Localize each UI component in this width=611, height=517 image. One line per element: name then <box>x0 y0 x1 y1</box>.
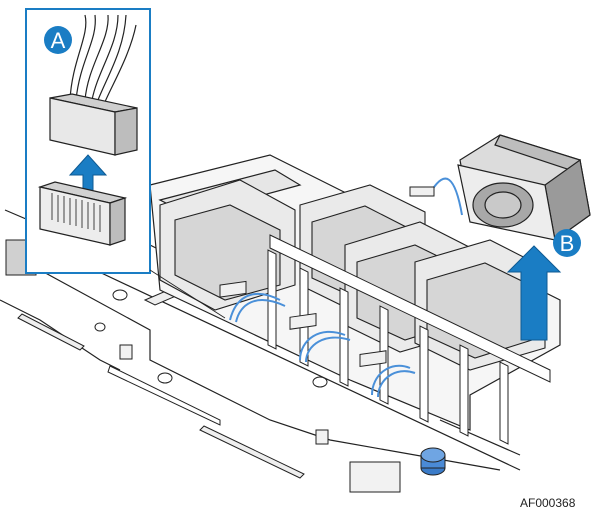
removed-fan <box>458 135 590 240</box>
callout-b-label: B <box>560 231 575 256</box>
callout-b: B <box>553 229 581 257</box>
callout-a-label: A <box>51 28 66 53</box>
thumbscrew <box>421 448 445 475</box>
callout-a: A <box>44 26 72 54</box>
inset-detail: A <box>26 9 150 273</box>
lower-connector <box>350 462 400 492</box>
figure-id: AF000368 <box>520 496 575 510</box>
